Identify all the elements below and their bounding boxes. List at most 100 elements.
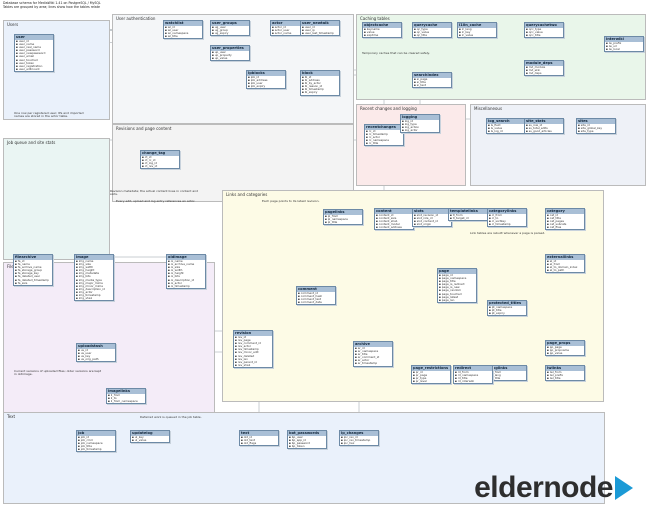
table-externallinks[interactable]: externallinks▪ el_id▪ el_from▪ el_to_dom… bbox=[545, 254, 585, 274]
table-column: ▪ site_id bbox=[578, 124, 590, 127]
table-job[interactable]: job▪ job_id▪ job_cmd▪ job_namespace▪ job… bbox=[76, 430, 116, 453]
table-column: ▪ job_timestamp bbox=[78, 448, 102, 452]
table-column: ▪ pr_page bbox=[413, 374, 428, 378]
table-column: ▪ pl_title bbox=[325, 221, 338, 225]
table-column: ▪ user_password bbox=[16, 49, 40, 53]
table-updatelog[interactable]: updatelog▪ ul_key▪ ul_value bbox=[130, 430, 170, 444]
table-filearchive[interactable]: filearchive▪ fa_id▪ fa_name▪ fa_archive_… bbox=[13, 254, 53, 286]
table-slots[interactable]: slots▪ slot_revision_id▪ slot_role_id▪ s… bbox=[412, 208, 452, 228]
table-column: ▪ wl_id bbox=[165, 26, 175, 29]
table-column: ▪ slot_role_id bbox=[414, 217, 433, 221]
table-module-deps[interactable]: module_deps▪ md_module▪ md_skin▪ md_deps bbox=[524, 60, 564, 77]
table-column: ▪ actor_name bbox=[272, 32, 292, 36]
table-column: ▪ iw_local bbox=[606, 48, 620, 52]
table-l10n-cache[interactable]: l10n_cache▪ lc_lang▪ lc_key▪ lc_value bbox=[457, 22, 497, 39]
table-column: ▪ el_to_path bbox=[547, 269, 565, 273]
table-column: ▪ page_id bbox=[439, 274, 453, 277]
table-user-groups[interactable]: user_groups▪ ug_user▪ ug_group▪ ug_expir… bbox=[210, 20, 250, 37]
table-column: ▪ img_metadata bbox=[76, 272, 100, 276]
table-category[interactable]: category▪ cat_id▪ cat_title▪ cat_pages▪ … bbox=[545, 208, 585, 231]
table-column: ▪ ls_field bbox=[488, 124, 501, 127]
table-ip-changes[interactable]: ip_changes▪ ipc_rev_id▪ ipc_rev_timestam… bbox=[339, 430, 379, 447]
table-change-tag[interactable]: change_tag▪ ct_id▪ ct_rc_id▪ ct_log_id▪ … bbox=[140, 150, 180, 170]
table-categorylinks[interactable]: categorylinks▪ cl_from▪ cl_to▪ cl_sortke… bbox=[487, 208, 527, 228]
table-objectcache[interactable]: objectcache▪ keyname▪ value▪ exptime bbox=[362, 22, 402, 39]
table-column: ▪ il_from bbox=[108, 394, 121, 397]
table-user-newtalk[interactable]: user_newtalk▪ user_id▪ user_ip▪ user_las… bbox=[300, 20, 340, 37]
table-uploadstash[interactable]: uploadstash▪ us_id▪ us_user▪ us_key▪ us_… bbox=[76, 343, 116, 363]
table-page[interactable]: page▪ page_id▪ page_namespace▪ page_titl… bbox=[437, 268, 477, 303]
table-column: ▪ img_minor_mime bbox=[76, 284, 103, 288]
table-bot-passwords[interactable]: bot_passwords▪ bp_user▪ bp_app_id▪ bp_pa… bbox=[287, 430, 327, 450]
diagram-header: Database schema for MediaWiki 1.41 on Po… bbox=[3, 1, 101, 9]
table-title: revision bbox=[234, 331, 272, 336]
table-column: ▪ bp_app_id bbox=[289, 439, 306, 443]
table-title: bot_passwords bbox=[288, 431, 326, 436]
table-pagelinks[interactable]: pagelinks▪ pl_from▪ pl_namespace▪ pl_tit… bbox=[323, 209, 363, 226]
table-column: ▪ bl_expiry bbox=[302, 91, 318, 95]
table-log-search[interactable]: log_search▪ ls_field▪ ls_value▪ ls_log_i… bbox=[486, 118, 526, 135]
table-block[interactable]: block▪ bl_id▪ bl_address▪ bl_by_actor▪ b… bbox=[300, 70, 340, 96]
table-ipblocks[interactable]: ipblocks▪ ipb_id▪ ipb_address▪ ipb_user▪… bbox=[246, 70, 286, 90]
region-miscellaneous: Miscellaneous bbox=[470, 104, 646, 186]
table-column: ▪ img_timestamp bbox=[76, 294, 101, 298]
table-interwiki[interactable]: interwiki▪ iw_prefix▪ iw_url▪ iw_local bbox=[604, 36, 644, 53]
table-title: image bbox=[75, 255, 113, 260]
table-redirect[interactable]: redirect▪ rd_from▪ rd_namespace▪ rd_titl… bbox=[453, 365, 493, 385]
table-protected-titles[interactable]: protected_titles▪ pt_namespace▪ pt_title… bbox=[487, 300, 527, 317]
table-column: ▪ img_description_id bbox=[76, 287, 105, 291]
table-templatelinks[interactable]: templatelinks▪ tl_from▪ tl_target_id bbox=[448, 208, 488, 222]
table-page-restrictions[interactable]: page_restrictions▪ pr_id▪ pr_page▪ pr_ty… bbox=[411, 365, 451, 385]
table-watchlist[interactable]: watchlist▪ wl_id▪ wl_user▪ wl_namespace▪… bbox=[163, 20, 203, 40]
table-iwlinks[interactable]: iwlinks▪ iwl_from▪ iwl_prefix▪ iwl_title bbox=[545, 365, 585, 382]
table-querycachetwo[interactable]: querycachetwo▪ qcc_type▪ qcc_value▪ qcc_… bbox=[524, 22, 564, 39]
table-column: ▪ rev_page bbox=[235, 339, 251, 343]
table-column: ▪ img_width bbox=[76, 266, 94, 270]
table-column: ▪ user_email bbox=[16, 55, 34, 59]
table-user-properties[interactable]: user_properties▪ up_user▪ up_property▪ u… bbox=[210, 45, 250, 62]
table-archive[interactable]: archive▪ ar_id▪ ar_namespace▪ ar_title▪ … bbox=[353, 341, 393, 367]
table-column: ▪ exptime bbox=[364, 34, 379, 38]
table-column: ▪ ct_log_id bbox=[142, 162, 158, 166]
table-sites[interactable]: sites▪ site_id▪ site_global_key▪ site_ty… bbox=[576, 118, 616, 135]
table-title: sites bbox=[577, 119, 615, 124]
table-user[interactable]: user▪ user_id▪ user_name▪ user_real_name… bbox=[14, 34, 54, 72]
table-column: ▪ user_registration bbox=[16, 64, 43, 68]
table-column: ▪ content_address bbox=[376, 226, 402, 230]
table-column: ▪ rd_title bbox=[455, 377, 468, 381]
table-column: ▪ el_to_domain_index bbox=[547, 266, 578, 270]
region-caching-tables: Caching tables bbox=[356, 14, 646, 100]
table-querycache[interactable]: querycache▪ qc_type▪ qc_value▪ qc_title bbox=[412, 22, 452, 39]
table-recentchanges[interactable]: recentchanges▪ rc_id▪ rc_timestamp▪ rc_a… bbox=[364, 124, 404, 147]
table-image[interactable]: image▪ img_name▪ img_size▪ img_width▪ im… bbox=[74, 254, 114, 302]
table-oldimage[interactable]: oldimage▪ oi_name▪ oi_archive_name▪ oi_s… bbox=[166, 254, 206, 289]
table-column: ▪ slot_origin bbox=[414, 223, 432, 227]
table-imagelinks[interactable]: imagelinks▪ il_from▪ il_to▪ il_from_name… bbox=[106, 388, 146, 405]
table-column: ▪ ipb_address bbox=[248, 79, 268, 83]
table-column: ▪ img_major_mime bbox=[76, 281, 103, 285]
table-revision[interactable]: revision▪ rev_id▪ rev_page▪ rev_comment_… bbox=[233, 330, 273, 368]
table-column: ▪ job_title bbox=[78, 445, 92, 449]
table-langlinks[interactable]: langlinks▪ ll_from▪ ll_lang▪ ll_title bbox=[487, 365, 527, 382]
table-column: ▪ ipb_expiry bbox=[248, 85, 266, 89]
table-column: ▪ user_name bbox=[16, 43, 35, 47]
table-content[interactable]: content▪ content_id▪ content_size▪ conte… bbox=[374, 208, 414, 231]
table-column: ▪ bp_user bbox=[289, 436, 303, 439]
table-column: ▪ rev_timestamp bbox=[235, 348, 259, 352]
table-site-stats[interactable]: site_stats▪ ss_row_id▪ ss_total_edits▪ s… bbox=[524, 118, 564, 135]
table-column: ▪ keyname bbox=[364, 28, 380, 31]
table-searchindex[interactable]: searchindex▪ si_page▪ si_title▪ si_text bbox=[412, 72, 452, 89]
table-column: ▪ ug_expiry bbox=[212, 32, 229, 36]
note: Link tables are rebuilt whenever a page … bbox=[470, 231, 546, 235]
table-column: ▪ pr_id bbox=[413, 371, 423, 374]
table-logging[interactable]: logging▪ log_id▪ log_type▪ log_action▪ l… bbox=[400, 114, 440, 134]
table-column: ▪ us_id bbox=[78, 349, 88, 352]
table-text[interactable]: text▪ old_id▪ old_text▪ old_flags bbox=[239, 430, 279, 447]
region-label: Caching tables bbox=[360, 16, 390, 21]
table-column: ▪ fa_size bbox=[15, 281, 28, 285]
table-title: user_properties bbox=[211, 46, 249, 51]
table-page-props[interactable]: page_props▪ pp_page▪ pp_propname▪ pp_val… bbox=[545, 340, 585, 357]
table-comment[interactable]: comment▪ comment_id▪ comment_hash▪ comme… bbox=[296, 286, 336, 306]
table-column: ▪ bl_reason_id bbox=[302, 85, 323, 89]
table-column: ▪ rc_id bbox=[366, 130, 376, 133]
